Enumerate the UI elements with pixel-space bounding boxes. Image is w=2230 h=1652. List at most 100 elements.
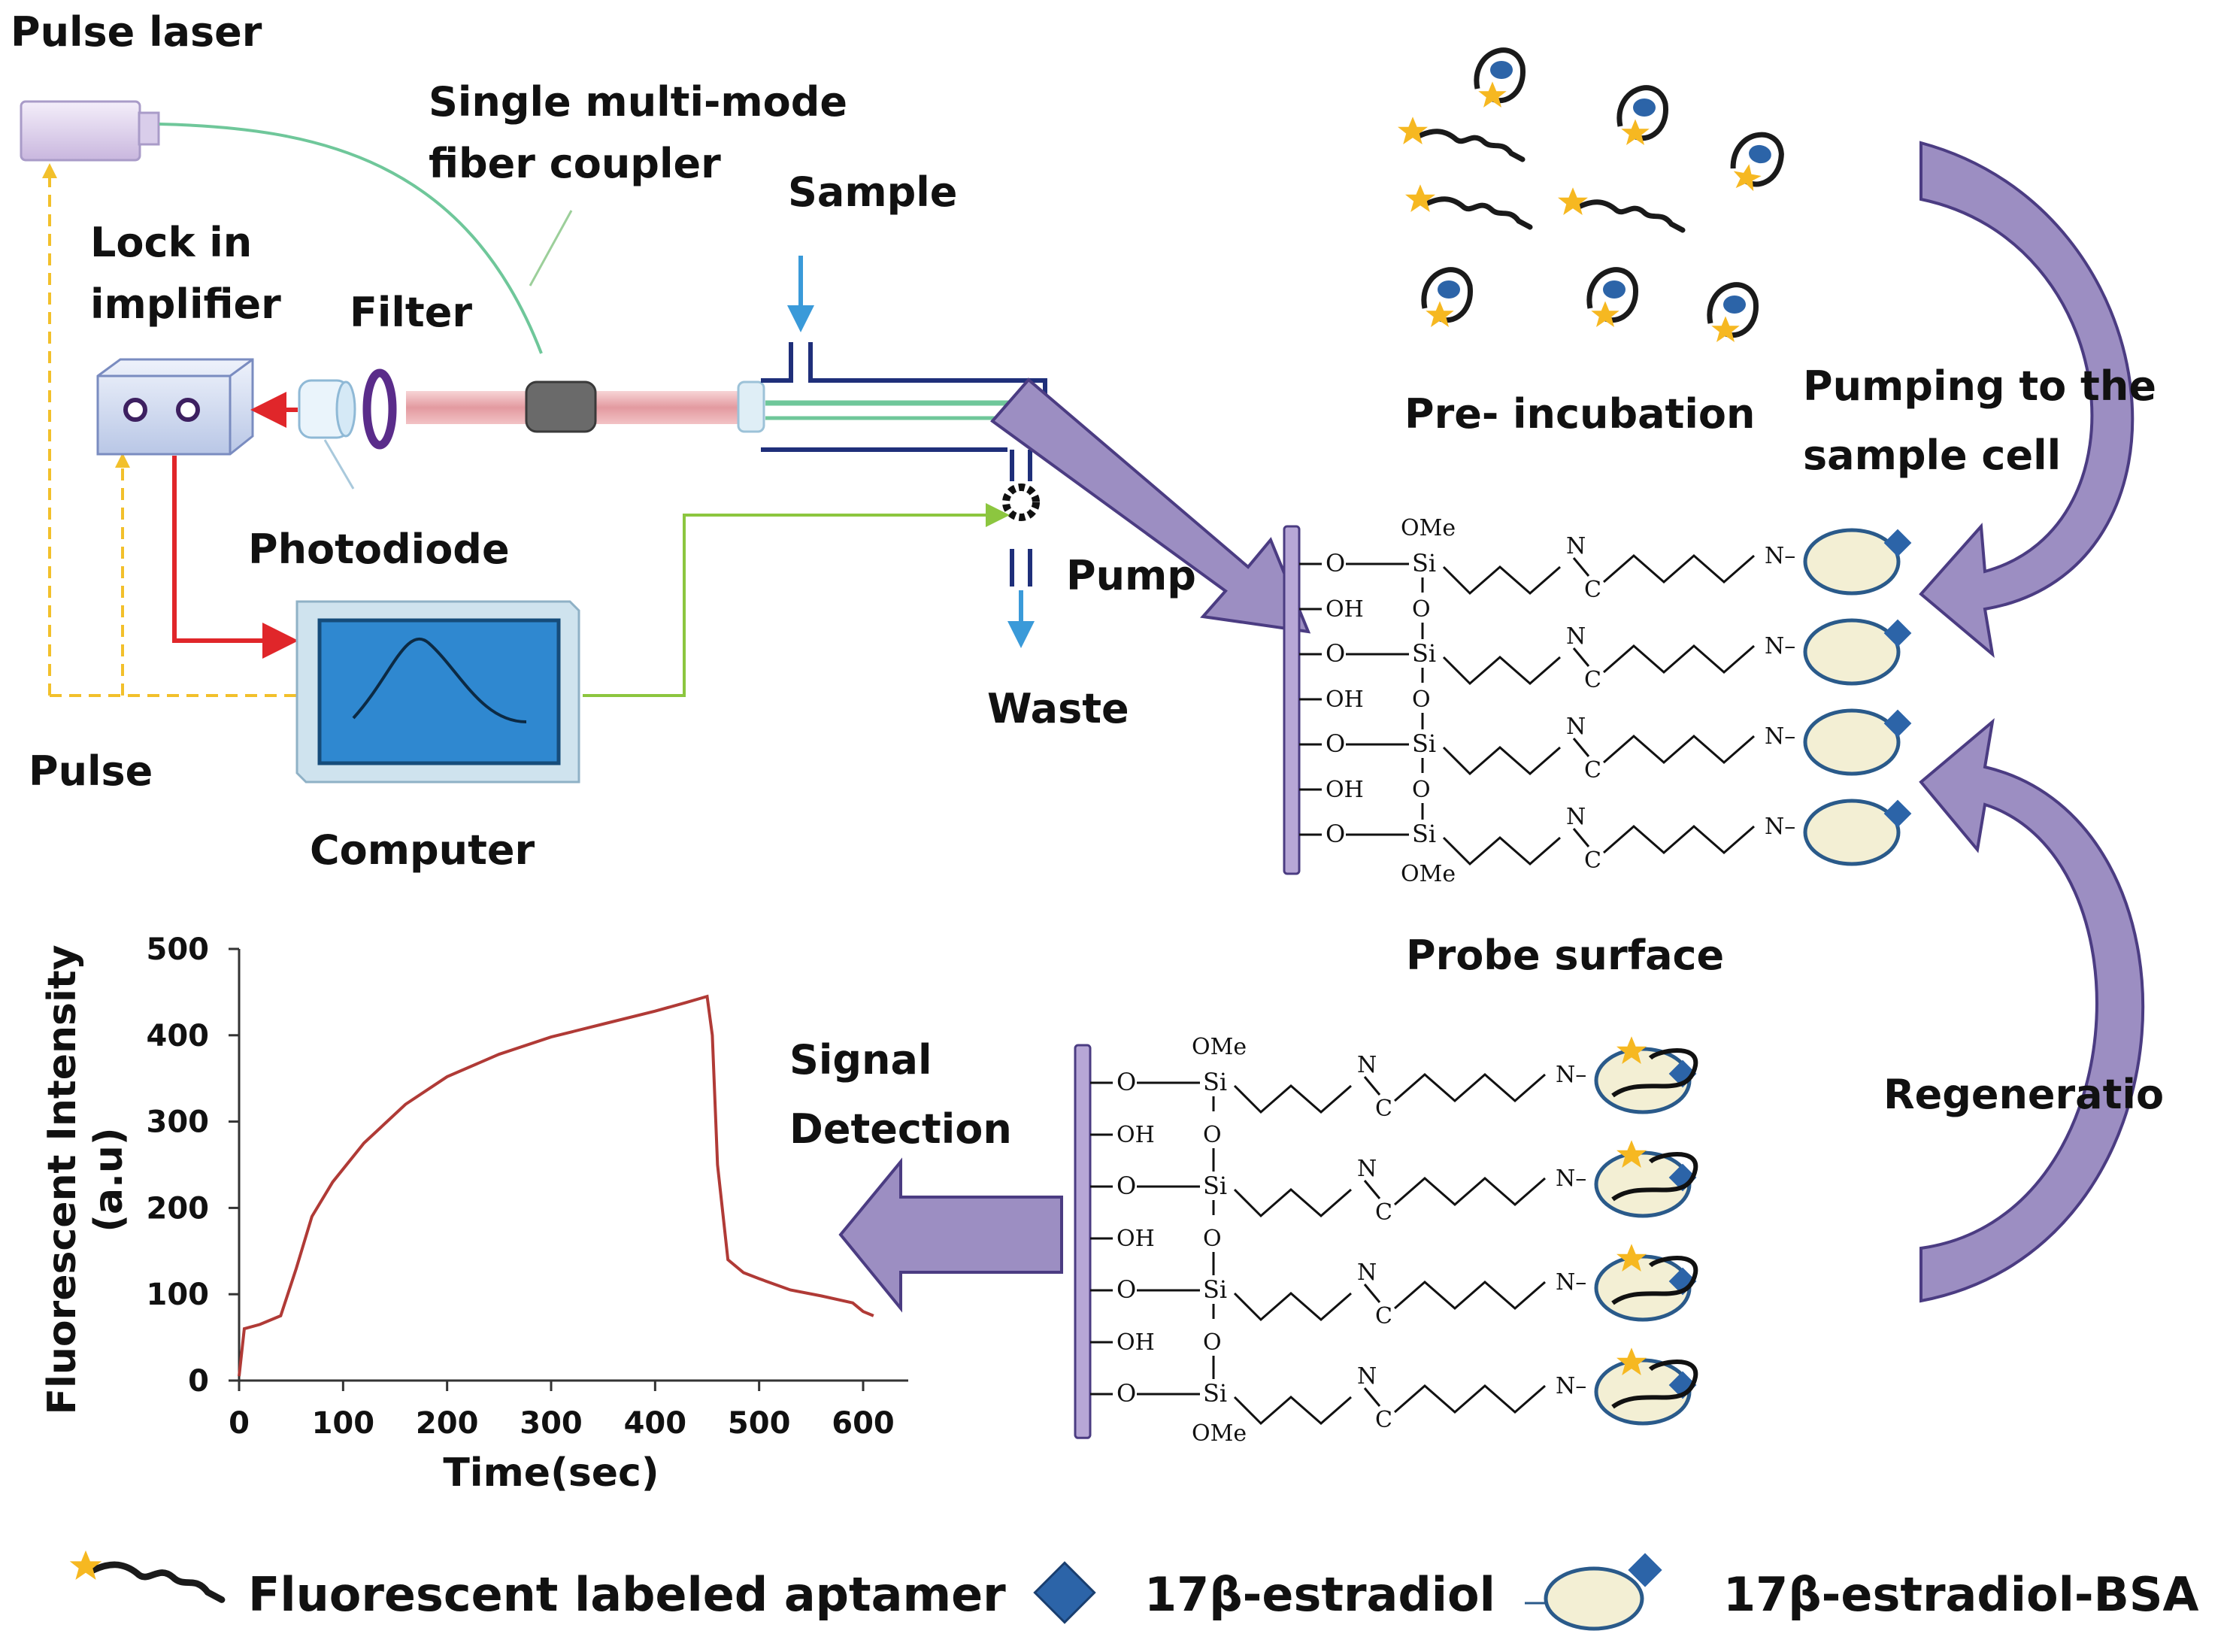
legend-estradiol-bsa-label: 17β-estradiol-BSA xyxy=(1723,1567,2199,1622)
chem-o: O xyxy=(1117,1379,1136,1408)
chem-o: O xyxy=(1326,639,1345,668)
probe-tip xyxy=(737,380,765,433)
legend-estradiol-icon xyxy=(1033,1561,1096,1624)
x-tick-label: 0 xyxy=(229,1406,250,1441)
chem-si: Si xyxy=(1412,549,1436,577)
legend-estradiol-label: 17β-estradiol xyxy=(1144,1567,1495,1622)
estradiol-diamond-icon xyxy=(1883,619,1912,647)
chem-n: N xyxy=(1357,1052,1377,1078)
probe-substrate-bar xyxy=(1283,525,1301,875)
chem-c: C xyxy=(1584,757,1601,784)
chem-n-end: N– xyxy=(1765,814,1795,840)
chem-oh: OH xyxy=(1117,1122,1155,1148)
chem-n-end: N– xyxy=(1765,723,1795,750)
chem-o: O xyxy=(1412,687,1431,713)
fiber-cable xyxy=(159,123,543,354)
chem-n: N xyxy=(1357,1156,1377,1182)
sample-cell xyxy=(761,342,1047,452)
chem-c: C xyxy=(1584,577,1601,603)
aptamer-strand xyxy=(1611,1048,1698,1098)
computer-monitor xyxy=(295,600,580,784)
x-tick-label: 200 xyxy=(416,1406,479,1441)
fluorophore-star-icon xyxy=(1621,119,1650,145)
chem-si: Si xyxy=(1412,820,1436,848)
estradiol-diamond-icon xyxy=(1723,296,1746,314)
fluorophore-star-icon xyxy=(1558,187,1588,215)
chem-oh: OH xyxy=(1326,687,1364,713)
fluorophore-star-icon xyxy=(1426,301,1454,327)
probe-substrate-bar xyxy=(1074,1044,1092,1439)
chem-chain xyxy=(1233,1396,1352,1426)
pump-gear xyxy=(1002,450,1040,587)
aptamer-loop xyxy=(1586,267,1638,323)
x-tick-label: 400 xyxy=(624,1406,687,1441)
fluorophore-star-icon xyxy=(1398,117,1428,144)
chem-double-bond xyxy=(1572,557,1590,577)
free-aptamer xyxy=(1398,117,1523,159)
chem-n: N xyxy=(1357,1259,1377,1286)
bound-aptamer xyxy=(1421,267,1473,327)
chem-ome-top: OMe xyxy=(1401,515,1456,541)
chem-o: O xyxy=(1203,1226,1222,1252)
chem-oh: OH xyxy=(1117,1329,1155,1356)
photodiode-label: Photodiode xyxy=(248,526,510,573)
legend-estradiol-bsa-icon xyxy=(1525,1553,1662,1631)
chem-chain xyxy=(1394,1281,1546,1310)
chem-si: Si xyxy=(1203,1172,1227,1200)
chem-double-bond xyxy=(1363,1076,1381,1096)
aptamer-strand xyxy=(1611,1359,1698,1409)
y-axis-title-line: Fluorescent Intensity xyxy=(40,944,85,1414)
chem-chain xyxy=(1233,1188,1352,1218)
estradiol-diamond-icon xyxy=(1883,529,1912,557)
aptamer-loop xyxy=(1707,282,1759,338)
filter-ring xyxy=(362,368,397,450)
probe-surface-label: Probe surface xyxy=(1406,932,1725,979)
bsa-ellipse xyxy=(1803,708,1901,776)
chem-chain xyxy=(1603,825,1755,854)
bsa-ellipse xyxy=(1594,1047,1692,1114)
pumping-curved-arrow xyxy=(1919,141,2135,659)
lock-in-amplifier-box xyxy=(96,358,254,456)
fluorophore-star-icon xyxy=(1478,81,1507,108)
x-tick-label: 600 xyxy=(832,1406,895,1441)
pulse-wires xyxy=(42,163,301,697)
chem-chain xyxy=(1442,746,1561,776)
photodiode-leader xyxy=(323,439,355,490)
free-aptamer xyxy=(1558,187,1683,230)
estradiol-diamond-icon xyxy=(1603,280,1626,299)
chem-o: O xyxy=(1326,820,1345,848)
chem-chain xyxy=(1603,554,1755,584)
chem-chain xyxy=(1603,644,1755,674)
chem-o: O xyxy=(1326,729,1345,758)
filter-label: Filter xyxy=(350,289,472,336)
estradiol-diamond-icon xyxy=(1490,61,1513,79)
pre-incubation-molecules xyxy=(1398,47,1784,342)
chem-o: O xyxy=(1117,1068,1136,1096)
y-axis-title: Fluorescent Intensity(a.u) xyxy=(40,944,132,1414)
bsa-ellipse xyxy=(1594,1358,1692,1426)
waste-label: Waste xyxy=(987,685,1129,732)
estradiol-diamond-icon xyxy=(1633,99,1656,117)
chem-double-bond xyxy=(1363,1284,1381,1303)
chem-o: O xyxy=(1203,1329,1222,1356)
chem-double-bond xyxy=(1572,647,1590,667)
fluorescence-series-line xyxy=(238,994,874,1377)
bsa-ellipse xyxy=(1803,618,1901,686)
chem-ome-bottom: OMe xyxy=(1401,861,1456,887)
y-tick-label: 100 xyxy=(147,1278,210,1312)
chem-double-bond xyxy=(1572,828,1590,847)
chem-si: Si xyxy=(1203,1068,1227,1096)
chem-c: C xyxy=(1375,1407,1392,1433)
chem-o: O xyxy=(1326,549,1345,577)
pump-label: Pump xyxy=(1066,552,1196,599)
bound-aptamer xyxy=(1616,85,1668,145)
chem-chain xyxy=(1394,1177,1546,1206)
pulse-label: Pulse xyxy=(29,747,153,795)
chem-n: N xyxy=(1566,533,1586,559)
signal-detection-label: Signal Detection xyxy=(789,1036,1012,1153)
aptamer-strand xyxy=(1417,132,1523,159)
chem-chain xyxy=(1394,1384,1546,1414)
fluorophore-star-icon xyxy=(1405,184,1435,212)
